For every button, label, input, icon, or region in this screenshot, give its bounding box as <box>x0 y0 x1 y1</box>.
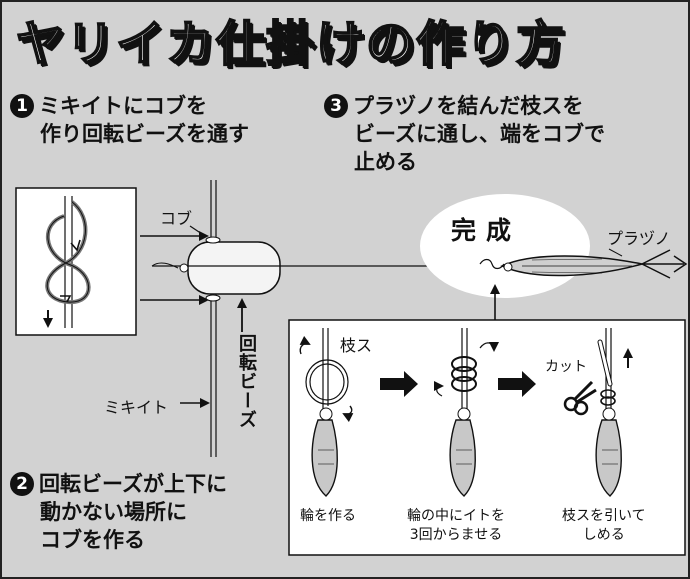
step-2-line3: コブを作る <box>40 528 145 552</box>
substep-a-figure <box>299 328 354 497</box>
substep-b-line1: 輪の中にイトを <box>407 508 505 524</box>
step-2-number: 2 <box>10 472 34 496</box>
step-3-line2: ビーズに通し、端をコブで <box>354 122 605 146</box>
scissors-icon <box>563 380 597 416</box>
step-1-line2: 作り回転ビーズを通す <box>40 122 249 146</box>
rotating-bead <box>187 236 281 302</box>
substep-c-line1: 枝スを引いて <box>562 508 646 524</box>
substep-a-caption: 輪を作る <box>300 508 356 524</box>
step-3-line1: プラヅノを結んだ枝スを <box>353 94 584 118</box>
knot-inset <box>15 187 137 336</box>
substep-c-figure <box>595 328 633 497</box>
substep-b-figure <box>433 328 499 497</box>
kaiten-beads-label: 回転ビーズ <box>236 334 257 429</box>
mikiito-label: ミキイト <box>104 398 169 417</box>
step-1-number: 1 <box>10 94 34 118</box>
step-2-line2: 動かない場所に <box>40 500 187 524</box>
substep-c-caption: 枝スを引いて しめる <box>562 507 646 545</box>
step-2-line1: 回転ビーズが上下に <box>39 472 227 496</box>
purazuno-jig <box>479 249 688 279</box>
substep-c-line2: しめる <box>582 527 625 543</box>
substep-b-caption: 輪の中にイトを 3回からませる <box>407 507 505 545</box>
kansei-label: 完成 <box>451 216 522 245</box>
purazuno-label: プラヅノ <box>607 229 671 248</box>
kobu-label: コブ <box>160 209 193 228</box>
step-3-number: 3 <box>324 94 348 118</box>
cut-label: カット <box>545 359 587 375</box>
step-1-line1: ミキイトにコブを <box>39 94 207 118</box>
step-3-line3: 止める <box>354 150 417 174</box>
page-title: ヤリイカ仕掛けの作り方 <box>15 15 567 73</box>
edasu-label: 枝ス <box>340 336 373 355</box>
substep-b-line2: 3回からませる <box>409 527 503 543</box>
